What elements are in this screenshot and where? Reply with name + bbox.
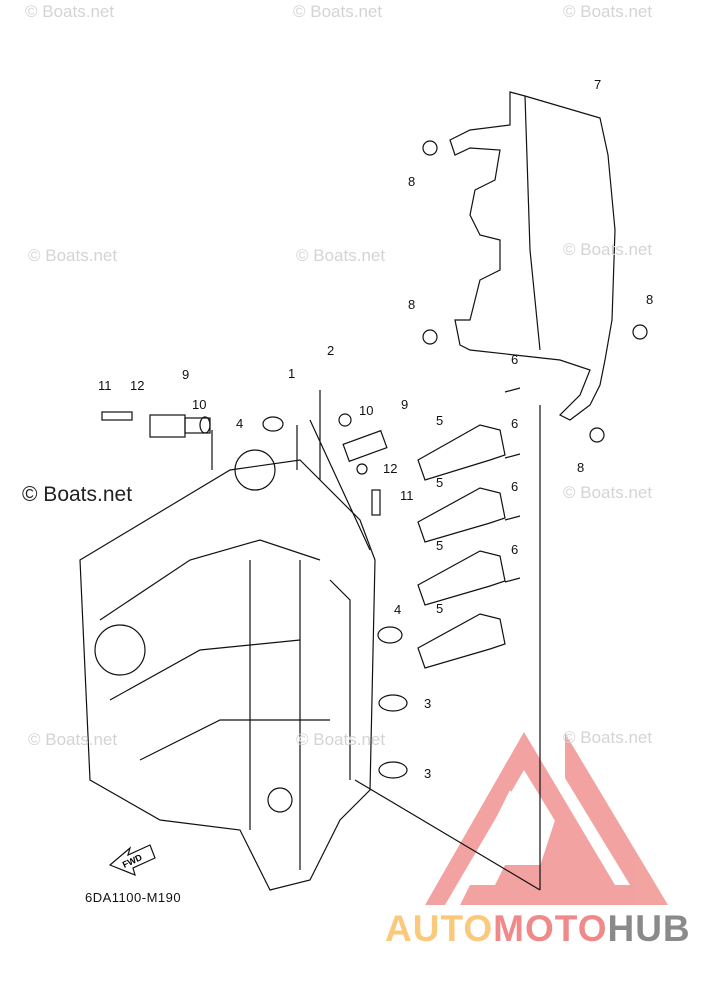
- watermark: © Boats.net: [563, 240, 653, 259]
- watermark: © Boats.net: [296, 246, 386, 265]
- callout: 9: [182, 367, 190, 382]
- callout: 1: [288, 366, 296, 381]
- callout: 8: [577, 460, 585, 475]
- callout: 8: [408, 174, 416, 189]
- brand-part: HUB: [607, 908, 691, 949]
- callout: 8: [646, 292, 654, 307]
- callout: 4: [236, 416, 244, 431]
- callout: 10: [359, 403, 374, 418]
- callout: 12: [383, 461, 398, 476]
- brand-part: AUTO: [385, 908, 494, 949]
- callout: 6: [511, 352, 519, 367]
- callout: 10: [192, 397, 207, 412]
- callout: 5: [436, 601, 444, 616]
- callout: 6: [511, 416, 519, 431]
- callout: 5: [436, 538, 444, 553]
- watermark: © Boats.net: [563, 483, 653, 502]
- callout: 6: [511, 542, 519, 557]
- ignition-coil: [417, 424, 506, 669]
- watermark: © Boats.net: [293, 2, 383, 21]
- watermark: © Boats.net: [563, 2, 653, 21]
- brand-wordmark: AUTOMOTOHUB: [385, 908, 691, 950]
- callout: 12: [130, 378, 145, 393]
- callout: 4: [394, 602, 402, 617]
- watermark: © Boats.net: [22, 483, 133, 506]
- watermark: © Boats.net: [296, 730, 386, 749]
- callout: 8: [408, 297, 416, 312]
- callout: 11: [98, 378, 112, 393]
- brand-part: MOTO: [493, 908, 608, 949]
- callout: 11: [400, 488, 414, 503]
- watermark: © Boats.net: [25, 2, 115, 21]
- callout: 3: [424, 696, 432, 711]
- watermark: © Boats.net: [563, 728, 653, 747]
- watermark: © Boats.net: [28, 730, 118, 749]
- callout: 9: [401, 397, 409, 412]
- callout: 5: [436, 413, 444, 428]
- callout: 5: [436, 475, 444, 490]
- callout: 6: [511, 479, 519, 494]
- callout: 7: [594, 77, 602, 92]
- watermark: © Boats.net: [28, 246, 118, 265]
- callout: 2: [327, 343, 335, 358]
- automotohub-logo: [425, 732, 668, 905]
- diagram-code: 6DA1100-M190: [85, 890, 182, 905]
- callout: 3: [424, 766, 432, 781]
